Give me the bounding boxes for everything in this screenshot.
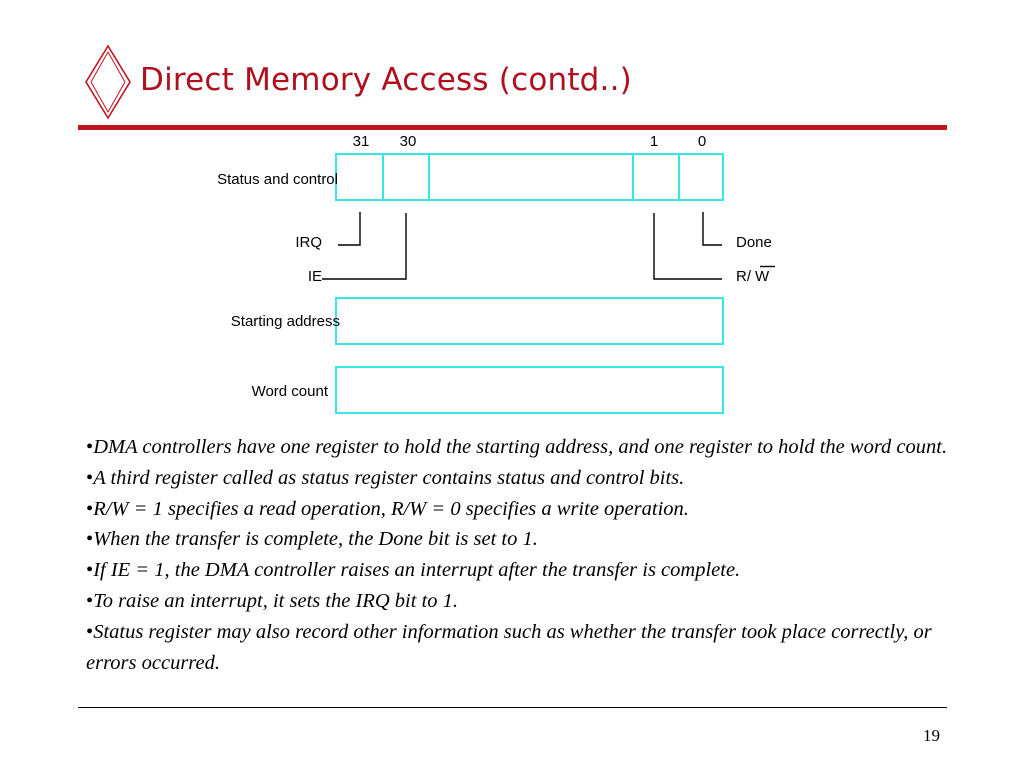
bit-label-31: 31 bbox=[353, 133, 370, 150]
ie-leader-line bbox=[322, 213, 407, 280]
bullet-item: •A third register called as status regis… bbox=[86, 463, 966, 494]
rw-label: R/W bbox=[736, 268, 770, 285]
rw-prefix: R/ bbox=[736, 268, 752, 285]
word-count-label: Word count bbox=[252, 383, 329, 400]
starting-address-label: Starting address bbox=[231, 313, 340, 330]
irq-leader-line bbox=[338, 212, 361, 246]
bullet-marker: • bbox=[86, 436, 94, 458]
bullet-text: DMA controllers have one register to hol… bbox=[93, 436, 948, 458]
bullet-text: A third register called as status regist… bbox=[93, 466, 685, 489]
bullet-marker: • bbox=[86, 466, 94, 489]
done-label: Done bbox=[736, 234, 772, 251]
title-divider bbox=[78, 125, 947, 130]
page-number: 19 bbox=[923, 726, 940, 745]
irq-label: IRQ bbox=[295, 234, 322, 251]
bullet-text: To raise an interrupt, it sets the IRQ b… bbox=[93, 589, 459, 612]
bullet-text: Status register may also record other in… bbox=[86, 620, 932, 674]
bullet-marker: • bbox=[86, 559, 94, 582]
status-register bbox=[335, 153, 724, 201]
diamond-icon bbox=[85, 44, 131, 120]
starting-address-register bbox=[335, 297, 724, 345]
bullet-marker: • bbox=[86, 620, 94, 643]
bullet-item: •Status register may also record other i… bbox=[86, 617, 966, 679]
bullet-marker: • bbox=[86, 589, 94, 612]
word-count-register bbox=[335, 366, 724, 414]
bit-label-0: 0 bbox=[698, 133, 706, 150]
bullet-item: •If IE = 1, the DMA controller raises an… bbox=[86, 555, 966, 586]
bullet-text: When the transfer is complete, the Done … bbox=[93, 528, 538, 551]
bullet-text: R/W = 1 specifies a read operation, R/W … bbox=[93, 497, 689, 520]
bullet-item: •When the transfer is complete, the Done… bbox=[86, 524, 966, 555]
bullet-item: •DMA controllers have one register to ho… bbox=[86, 432, 966, 463]
rw-suffix: W bbox=[755, 268, 770, 285]
bullet-marker: • bbox=[86, 497, 94, 520]
bullet-item: •R/W = 1 specifies a read operation, R/W… bbox=[86, 494, 966, 525]
status-register-box bbox=[335, 153, 724, 201]
bit-label-30: 30 bbox=[400, 133, 417, 150]
register-diagram: 31 30 1 0 Status and control IRQ IE Done… bbox=[217, 133, 775, 414]
footer-divider bbox=[78, 707, 947, 708]
bullet-item: •To raise an interrupt, it sets the IRQ … bbox=[86, 586, 966, 617]
status-register-label: Status and control bbox=[217, 171, 338, 188]
ie-label: IE bbox=[308, 268, 322, 285]
bullet-list: •DMA controllers have one register to ho… bbox=[86, 432, 966, 678]
bit-label-1: 1 bbox=[650, 133, 658, 150]
page-title: Direct Memory Access (contd..) bbox=[140, 62, 632, 98]
done-leader-line bbox=[702, 212, 722, 246]
bullet-marker: • bbox=[86, 528, 94, 551]
rw-leader-line bbox=[653, 213, 722, 280]
bullet-text: If IE = 1, the DMA controller raises an … bbox=[93, 559, 741, 582]
